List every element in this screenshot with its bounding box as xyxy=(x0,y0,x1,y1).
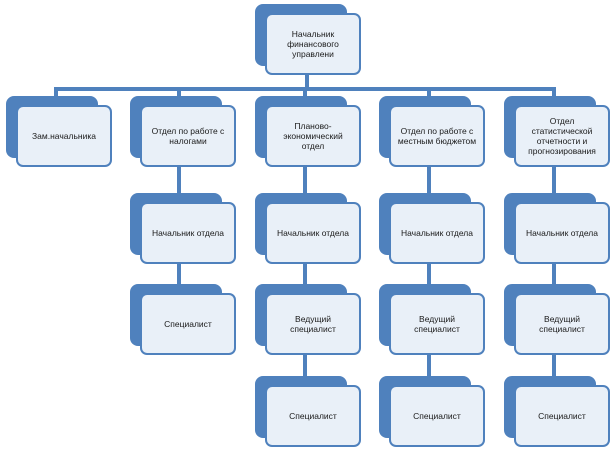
connector xyxy=(552,87,556,98)
position-label: Специалист xyxy=(289,411,337,421)
position-label: Ведущий специалист xyxy=(539,314,585,334)
connector xyxy=(303,87,307,98)
connector xyxy=(552,167,556,195)
position-label: Начальник отдела xyxy=(401,228,473,238)
connector xyxy=(303,352,307,378)
connector xyxy=(54,87,58,98)
head-label: Начальник финансового управлени xyxy=(287,29,339,59)
position-label: Начальник отдела xyxy=(277,228,349,238)
connector xyxy=(427,167,431,195)
connector xyxy=(177,167,181,195)
position-label: Специалист xyxy=(164,319,212,329)
connector xyxy=(552,261,556,286)
position-label: Специалист xyxy=(538,411,586,421)
department-label: Отдел по работе с местным бюджетом xyxy=(397,126,477,146)
connector xyxy=(177,261,181,286)
department-label: Зам.начальника xyxy=(32,131,96,141)
position-label: Начальник отдела xyxy=(152,228,224,238)
connector xyxy=(427,87,431,98)
connector xyxy=(552,352,556,378)
position-label: Специалист xyxy=(413,411,461,421)
department-label: Отдел статистической отчетности и прогно… xyxy=(528,116,596,156)
connector xyxy=(177,87,181,98)
connector xyxy=(303,261,307,286)
position-label: Ведущий специалист xyxy=(290,314,336,334)
connector xyxy=(427,352,431,378)
connector xyxy=(427,261,431,286)
department-label: Отдел по работе с налогами xyxy=(151,126,225,146)
position-label: Начальник отдела xyxy=(526,228,598,238)
connector xyxy=(305,71,309,89)
connector xyxy=(303,167,307,195)
position-label: Ведущий специалист xyxy=(414,314,460,334)
department-label: Планово-экономический отдел xyxy=(283,121,343,151)
